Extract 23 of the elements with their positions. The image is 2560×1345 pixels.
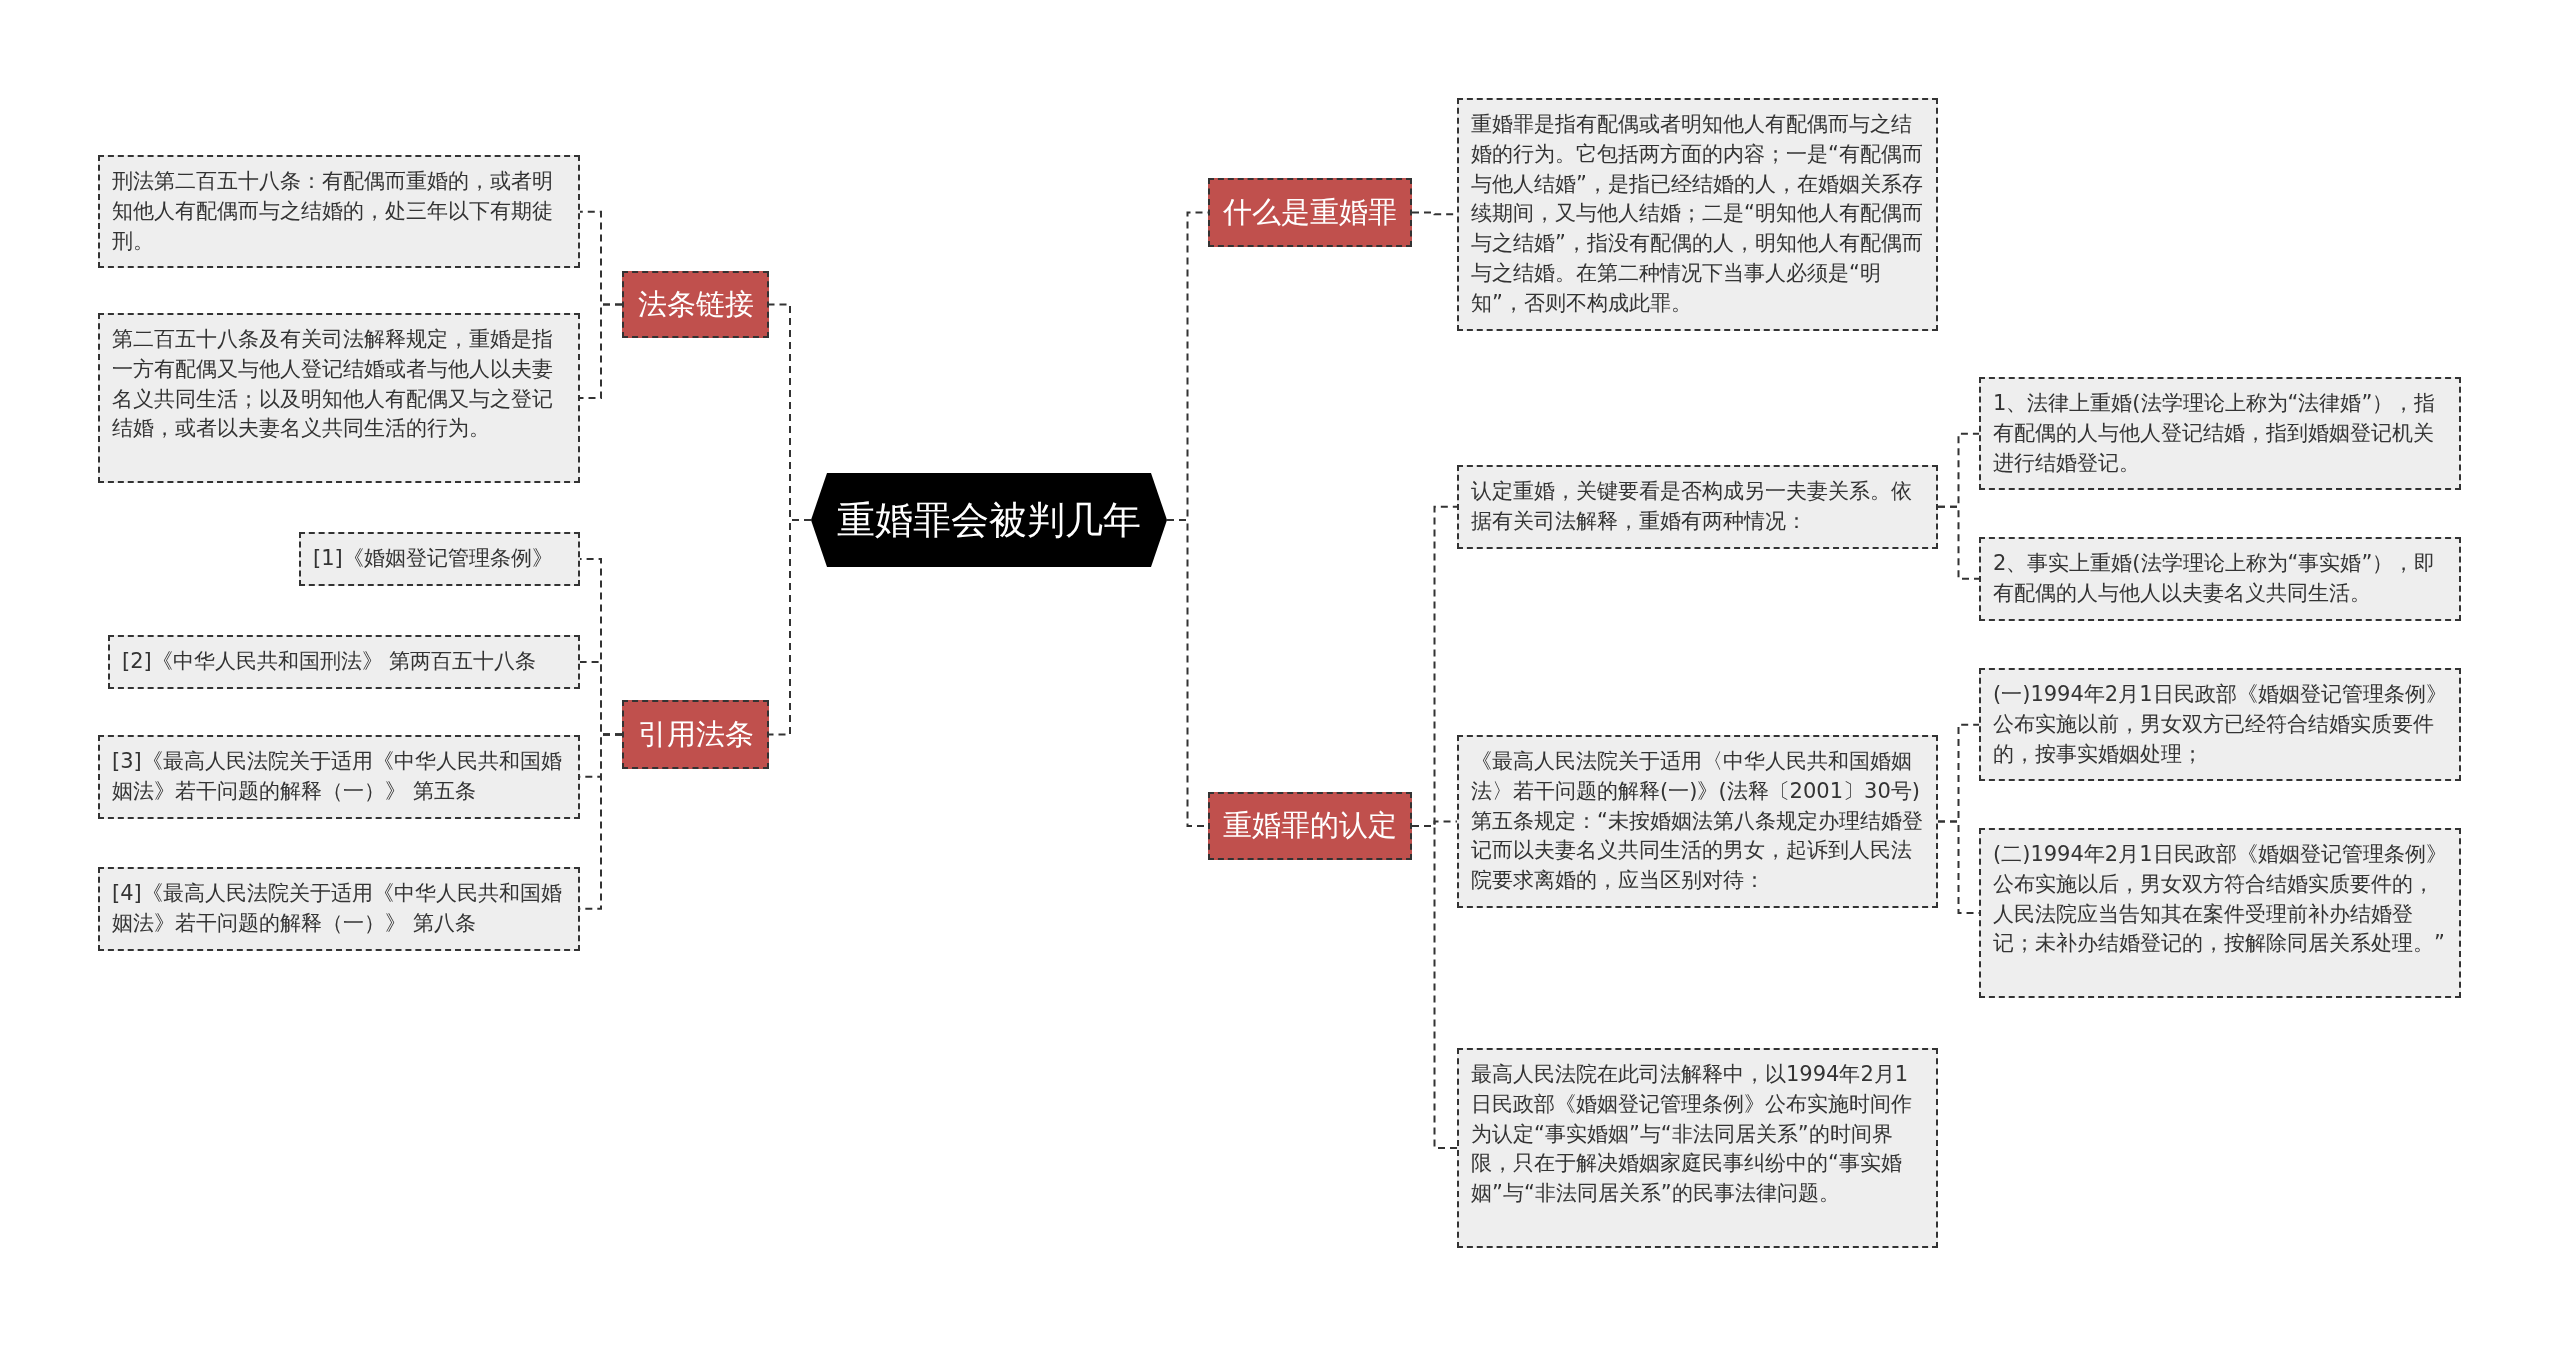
note-card: 最高人民法院在此司法解释中，以1994年2月1日民政部《婚姻登记管理条例》公布实施时间作为认定“事实婚姻”与“非法同居关系”的时间界限，只在于解决婚姻家庭民事纠纷中的“事实婚姻”与“非法同居关系”的民事法律问题。 (1457, 1048, 1938, 1248)
topic-card: 什么是重婚罪 (1208, 178, 1412, 247)
note-card: 2、事实上重婚(法学理论上称为“事实婚”），即有配偶的人与他人以夫妻名义共同生活。 (1979, 537, 2461, 621)
topic-card: 重婚罪的认定 (1208, 792, 1412, 860)
note-card: (一)1994年2月1日民政部《婚姻登记管理条例》公布实施以前，男女双方已经符合结婚实质要件的，按事实婚姻处理； (1979, 668, 2461, 782)
note-card: [3]《最高人民法院关于适用《中华人民共和国婚姻法》若干问题的解释（一）》 第五条 (98, 735, 580, 819)
note-card: [1]《婚姻登记管理条例》 (299, 532, 580, 586)
note-card: [2]《中华人民共和国刑法》 第两百五十八条 (108, 635, 580, 689)
note-card: 重婚罪是指有配偶或者明知他人有配偶而与之结婚的行为。它包括两方面的内容；一是“有配偶而与他人结婚”，是指已经结婚的人，在婚姻关系存续期间，又与他人结婚；二是“明知他人有配偶而与之结婚”，指没有配偶的人，明知他人有配偶而与之结婚。在第二种情况下当事人必须是“明知”，否则不构成此罪。 (1457, 98, 1938, 331)
note-card: (二)1994年2月1日民政部《婚姻登记管理条例》公布实施以后，男女双方符合结婚实质要件的，人民法院应当告知其在案件受理前补办结婚登记；未补办结婚登记的，按解除同居关系处理。” (1979, 828, 2461, 998)
central-topic-title: 重婚罪会被判几年 (837, 496, 1141, 544)
note-card: 1、法律上重婚(法学理论上称为“法律婚”），指有配偶的人与他人登记结婚，指到婚姻登记机关进行结婚登记。 (1979, 377, 2461, 491)
note-card: [4]《最高人民法院关于适用《中华人民共和国婚姻法》若干问题的解释（一）》 第八条 (98, 867, 580, 951)
connector-line (579, 303, 623, 399)
note-card: 第二百五十八条及有关司法解释规定，重婚是指一方有配偶又与他人登记结婚或者与他人以夫妻名义共同生活；以及明知他人有配偶又与之登记结婚，或者以夫妻名义共同生活的行为。 (98, 313, 580, 483)
connector-line (1411, 825, 1458, 1149)
note-card: 认定重婚，关键要看是否构成另一夫妻关系。依据有关司法解释，重婚有两种情况： (1457, 465, 1938, 549)
connector-line (768, 519, 812, 736)
note-card: 刑法第二百五十八条：有配偶而重婚的，或者明知他人有配偶而与之结婚的，处三年以下有期徒刑。 (98, 155, 580, 269)
topic-card: 法条链接 (622, 271, 769, 338)
connector-line (1937, 505, 1980, 580)
note-card: 《最高人民法院关于适用〈中华人民共和国婚姻法〉若干问题的解释(一)》(法释〔2001〕30号)第五条规定：“未按婚姻法第八条规定办理结婚登记而以夫妻名义共同生活的男女，起诉到人民法院要求离婚的，应当区别对待： (1457, 735, 1938, 909)
topic-card: 引用法条 (622, 700, 769, 769)
